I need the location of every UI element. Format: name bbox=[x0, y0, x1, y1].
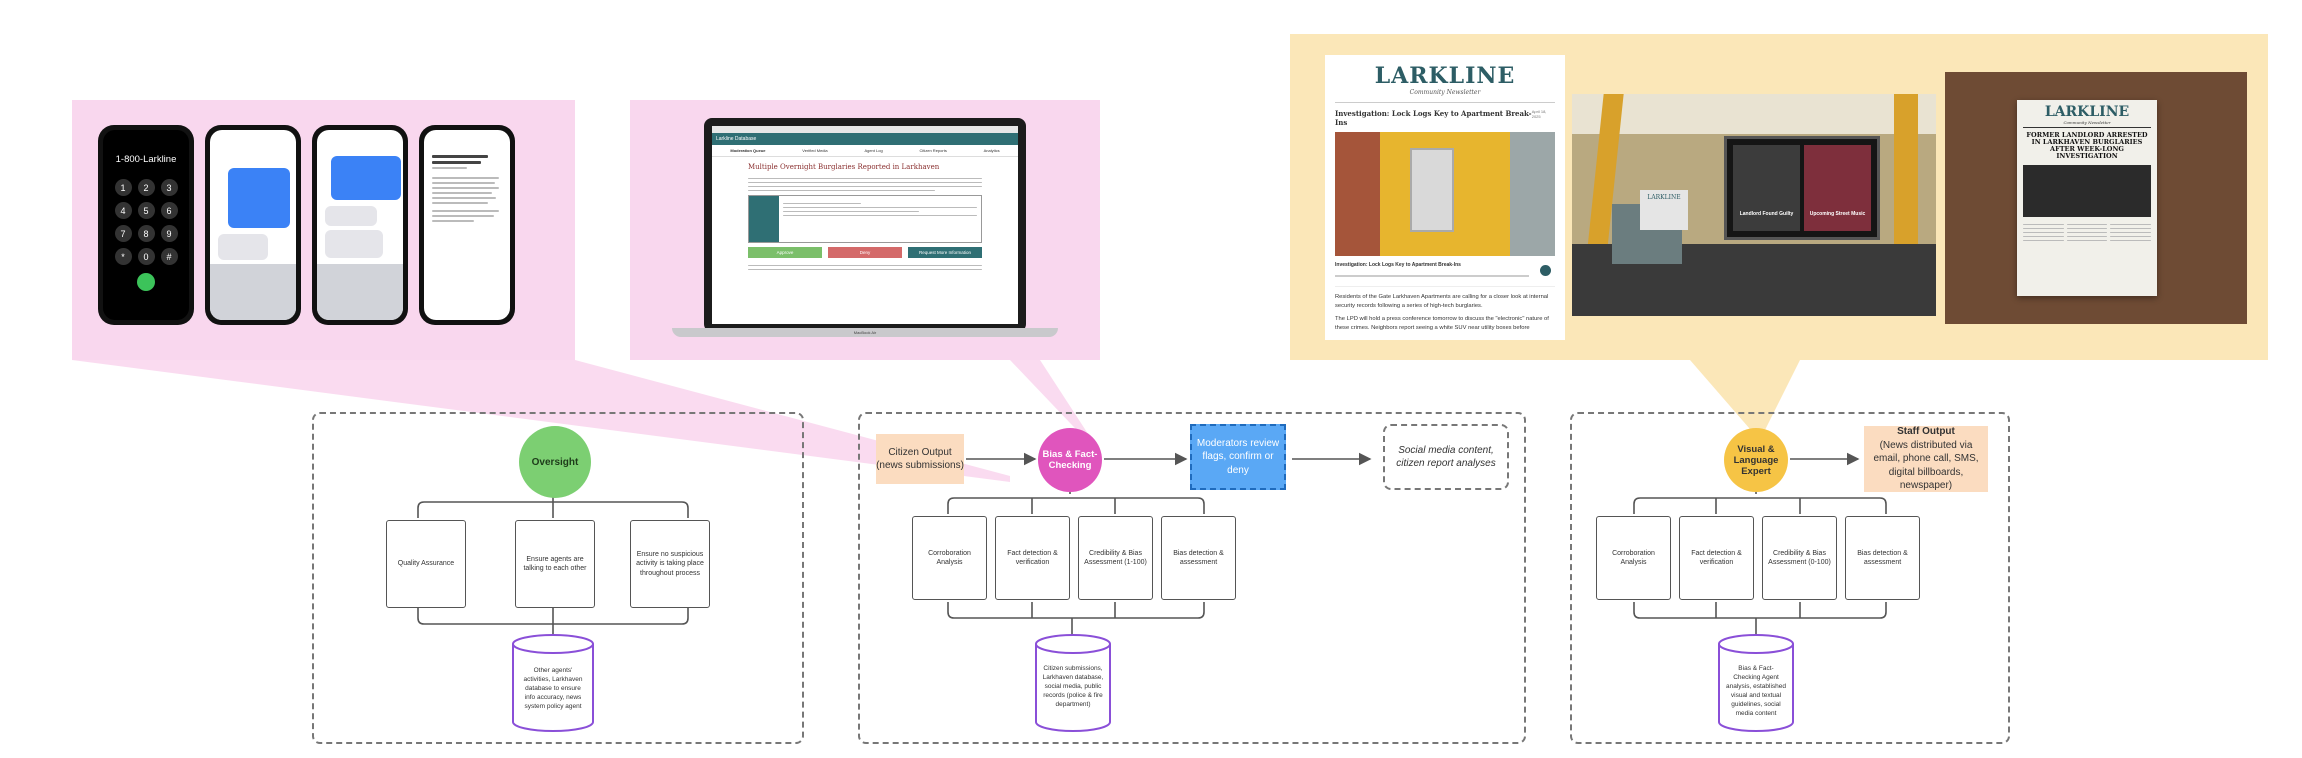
visual-card-4: Bias detection & assessment bbox=[1845, 516, 1920, 600]
article-body-2: The LPD will hold a press conference tom… bbox=[1335, 315, 1549, 331]
digital-billboard: Landlord Found Guilty Upcoming Street Mu… bbox=[1724, 136, 1880, 240]
staff-output: Staff Output (News distributed via email… bbox=[1864, 426, 1988, 492]
call-button[interactable] bbox=[137, 273, 155, 291]
oversight-card-1: Quality Assurance bbox=[386, 520, 466, 608]
web-article: LARKLINE Community Newsletter Investigat… bbox=[1325, 55, 1565, 340]
billboard-sign: LARKLINE bbox=[1640, 190, 1688, 230]
dial-key[interactable]: 6 bbox=[160, 202, 178, 219]
phone-sms-1 bbox=[205, 125, 301, 325]
dial-key[interactable]: 2 bbox=[137, 179, 155, 196]
flag-card bbox=[748, 195, 982, 243]
article-headline: Multiple Overnight Burglaries Reported i… bbox=[748, 163, 940, 171]
keyboard bbox=[317, 264, 403, 320]
bias-card-3: Credibility & Bias Assessment (1-100) bbox=[1078, 516, 1153, 600]
bias-card-1: Corroboration Analysis bbox=[912, 516, 987, 600]
app-header: Larkline Database bbox=[712, 133, 1018, 145]
print-newspaper: LARKLINE Community Newsletter FORMER LAN… bbox=[2017, 100, 2157, 296]
visual-card-3: Credibility & Bias Assessment (0-100) bbox=[1762, 516, 1837, 600]
citizen-output-label: Citizen Output (news submissions) bbox=[876, 446, 964, 472]
article-date: April 18, 2025 bbox=[1531, 109, 1547, 119]
message-bubble bbox=[228, 168, 290, 228]
dial-key[interactable]: 0 bbox=[137, 248, 155, 265]
oversight-group bbox=[312, 412, 804, 744]
visual-card-1: Corroboration Analysis bbox=[1596, 516, 1671, 600]
laptop: Larkline Database Moderation Queue Verifi… bbox=[672, 118, 1058, 337]
bias-card-4: Bias detection & assessment bbox=[1161, 516, 1236, 600]
moderation-button[interactable]: Deny bbox=[828, 247, 902, 258]
nav-item[interactable]: Analytics bbox=[983, 148, 1000, 153]
message-bubble bbox=[325, 230, 383, 258]
dial-key[interactable]: 8 bbox=[137, 225, 155, 242]
bias-database: Citizen submissions, Larkhaven database,… bbox=[1036, 644, 1110, 732]
oversight-card-2: Ensure agents are talking to each other bbox=[515, 520, 595, 608]
moderation-button[interactable]: Request More Information bbox=[908, 247, 982, 258]
dial-key[interactable]: 3 bbox=[160, 179, 178, 196]
masthead: LARKLINE bbox=[1374, 63, 1516, 89]
oversight-card-3: Ensure no suspicious activity is taking … bbox=[630, 520, 710, 608]
dial-number: 1-800-Larkline bbox=[115, 154, 177, 165]
keyboard bbox=[210, 264, 296, 320]
app-nav: Moderation Queue Verified Media Agent Log C… bbox=[712, 145, 1018, 157]
bias-group bbox=[858, 412, 1526, 744]
dial-key[interactable]: 5 bbox=[137, 202, 155, 219]
phone-sms-2 bbox=[312, 125, 408, 325]
bias-node: Bias & Fact-Checking bbox=[1038, 428, 1102, 492]
nav-item[interactable]: Moderation Queue bbox=[730, 148, 766, 153]
article-body: Residents of the Gate Larkhaven Apartmen… bbox=[1335, 294, 1549, 310]
audio-player[interactable]: Investigation: Lock Logs Key to Apartmen… bbox=[1335, 262, 1555, 287]
visual-node: Visual & Language Expert bbox=[1724, 428, 1788, 492]
dial-key[interactable]: # bbox=[160, 248, 178, 265]
billboard-card-2: Upcoming Street Music bbox=[1809, 211, 1866, 217]
billboard-card-1: Landlord Found Guilty bbox=[1739, 211, 1794, 217]
dial-key[interactable]: 4 bbox=[114, 202, 132, 219]
audio-title: Investigation: Lock Logs Key to Apartmen… bbox=[1335, 262, 1461, 268]
visual-card-2: Fact detection & verification bbox=[1679, 516, 1754, 600]
dial-key[interactable]: 1 bbox=[114, 179, 132, 196]
visual-group bbox=[1570, 412, 2010, 744]
staff-output-title: Staff Output bbox=[1897, 426, 1955, 438]
laptop-model: MacBook Air bbox=[853, 330, 877, 335]
oversight-node: Oversight bbox=[519, 426, 591, 498]
staff-output-body: (News distributed via email, phone call,… bbox=[1873, 439, 1979, 492]
message-bubble bbox=[325, 206, 377, 226]
masthead-subtitle: Community Newsletter bbox=[1409, 89, 1481, 96]
article-photo bbox=[1335, 132, 1555, 256]
print-headline: FORMER LANDLORD ARRESTED IN LARKHAVEN BU… bbox=[2026, 131, 2148, 161]
phone-email bbox=[419, 125, 515, 325]
oversight-database-label: Other agents' activities, Larkhaven data… bbox=[523, 667, 583, 711]
visual-database-label: Bias & Fact-Checking Agent analysis, est… bbox=[1726, 665, 1786, 718]
billboard-photo: Landlord Found Guilty Upcoming Street Mu… bbox=[1572, 94, 1936, 316]
dial-key[interactable]: * bbox=[114, 248, 132, 265]
social-output: Social media content, citizen report ana… bbox=[1383, 424, 1509, 490]
bias-card-2: Fact detection & verification bbox=[995, 516, 1070, 600]
bias-database-label: Citizen submissions, Larkhaven database,… bbox=[1042, 665, 1104, 709]
dial-key[interactable]: 9 bbox=[160, 225, 178, 242]
dial-key[interactable]: 7 bbox=[114, 225, 132, 242]
message-bubble bbox=[331, 156, 401, 200]
oversight-database: Other agents' activities, Larkhaven data… bbox=[513, 644, 593, 732]
nav-item[interactable]: Citizen Reports bbox=[919, 148, 947, 153]
nav-item[interactable]: Agent Log bbox=[864, 148, 883, 153]
article-headline: Investigation: Lock Logs Key to Apartmen… bbox=[1335, 109, 1532, 127]
nav-item[interactable]: Verified Media bbox=[802, 148, 828, 153]
moderator-review: Moderators review flags, confirm or deny bbox=[1190, 424, 1286, 490]
billboard-masthead: LARKLINE bbox=[1647, 194, 1681, 201]
moderation-button[interactable]: Approve bbox=[748, 247, 822, 258]
print-masthead: LARKLINE bbox=[2044, 104, 2130, 120]
print-newspaper-photo: LARKLINE Community Newsletter FORMER LAN… bbox=[1945, 72, 2247, 324]
visual-database: Bias & Fact-Checking Agent analysis, est… bbox=[1719, 644, 1793, 732]
message-bubble bbox=[218, 234, 268, 260]
citizen-output: Citizen Output (news submissions) bbox=[876, 434, 964, 484]
print-subtitle: Community Newsletter bbox=[2063, 120, 2111, 125]
play-icon[interactable] bbox=[1540, 265, 1551, 276]
